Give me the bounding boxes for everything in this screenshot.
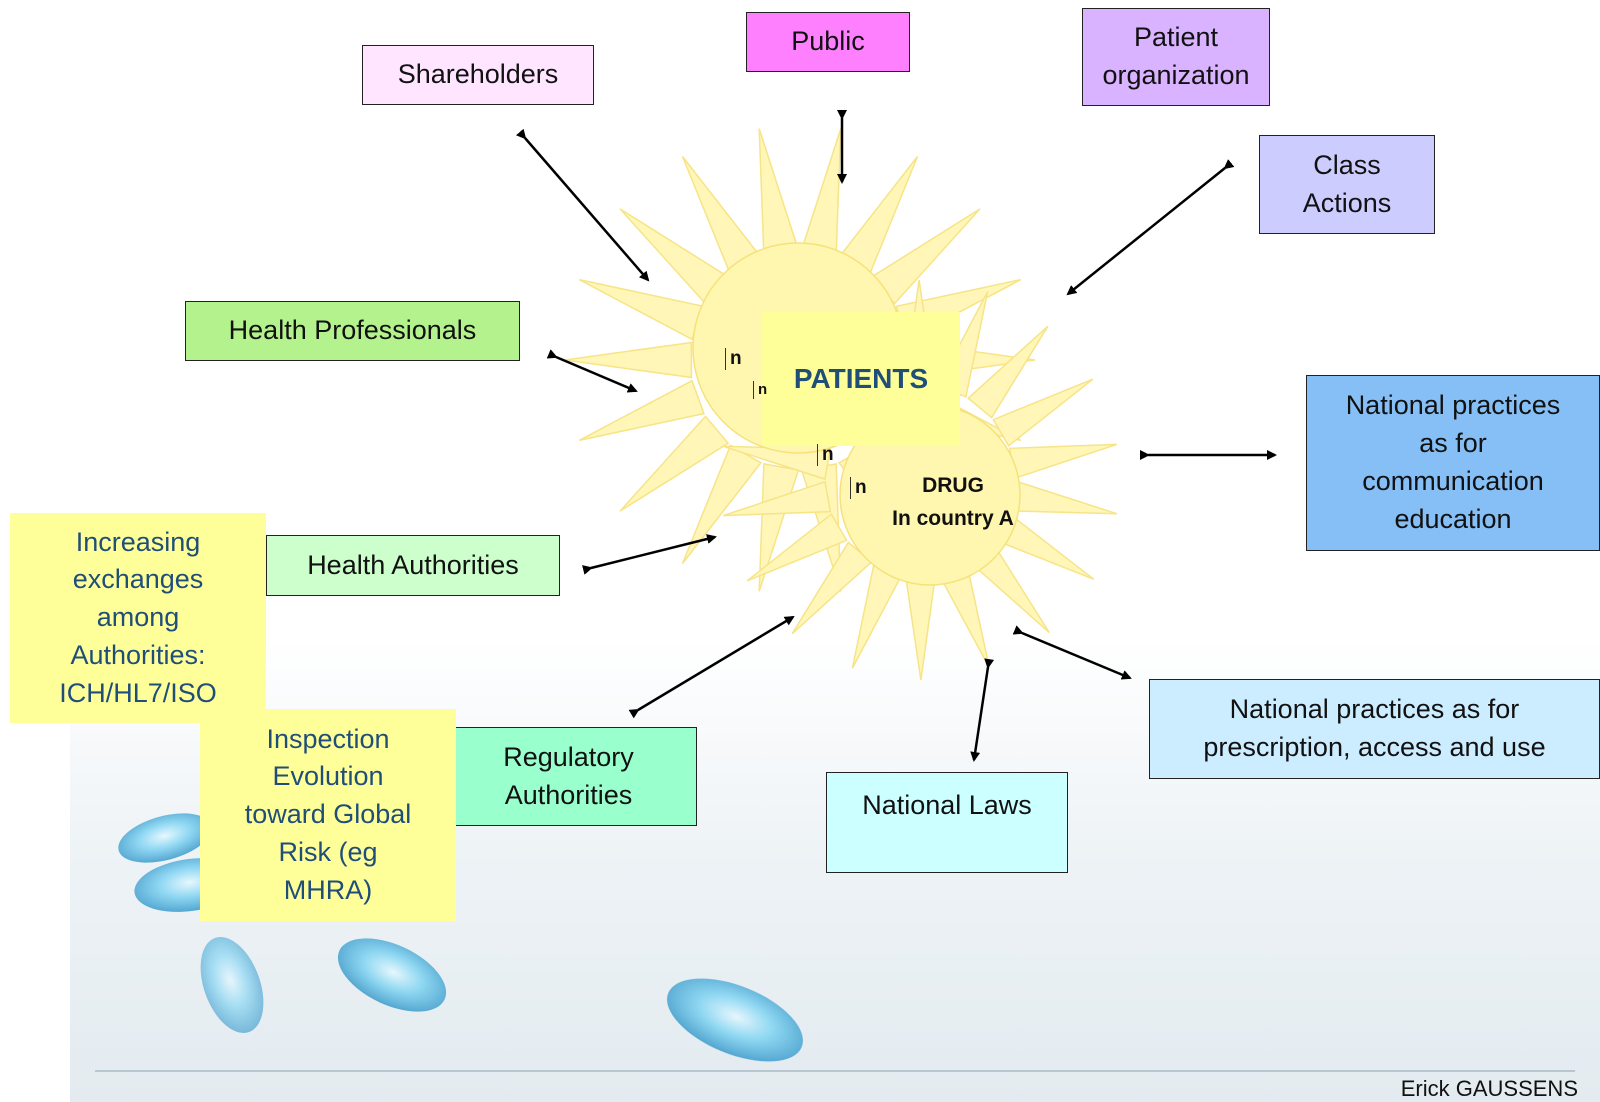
arrow-shareholders — [515, 128, 650, 282]
box-health-authorities: Health Authorities — [266, 535, 560, 596]
capsule-3 — [200, 937, 264, 1033]
marker-4: n — [850, 477, 867, 499]
marker-3: n — [817, 444, 834, 466]
box-regulatory-authorities: Regulatory Authorities — [440, 727, 697, 826]
sun-ray — [746, 513, 848, 582]
footer-divider — [95, 1070, 1575, 1072]
box-patient-organization: Patient organization — [1082, 8, 1270, 106]
author-label: Erick GAUSSENS — [1400, 1076, 1578, 1101]
arrow-regulatory-authorities — [628, 615, 795, 719]
note-inspection-evolution: Inspection Evolution toward Global Risk … — [200, 709, 456, 921]
arrow-class-actions — [1066, 159, 1235, 296]
box-class-actions: Class Actions — [1259, 135, 1435, 234]
capsule-5 — [667, 978, 803, 1062]
capsule-4 — [337, 938, 447, 1012]
sun-ray — [992, 378, 1094, 447]
marker-1: n — [725, 348, 742, 370]
capsule-1 — [118, 813, 212, 863]
marker-2: n — [753, 381, 767, 399]
note-increasing-exchanges: Increasing exchanges among Authorities: … — [10, 513, 266, 723]
box-national-practices-communication: National practices as for communication … — [1306, 375, 1600, 551]
box-national-laws: National Laws — [826, 772, 1068, 873]
sun-ray — [722, 480, 832, 517]
box-public: Public — [746, 12, 910, 72]
sun-ray — [619, 415, 730, 512]
drug-label: DRUG In country A — [892, 474, 1014, 530]
arrow-national-practices-prescription — [1012, 625, 1132, 680]
box-national-practices-prescription: National practices as for prescription, … — [1149, 679, 1600, 779]
patients-label: PATIENTS — [762, 312, 960, 446]
arrow-national-laws — [970, 658, 995, 762]
arrow-health-authorities — [582, 534, 717, 575]
sun-ray — [967, 325, 1049, 419]
box-health-professionals: Health Professionals — [185, 301, 520, 361]
arrow-health-professionals — [546, 349, 638, 393]
box-shareholders: Shareholders — [362, 45, 594, 105]
sun-ray — [578, 379, 705, 442]
